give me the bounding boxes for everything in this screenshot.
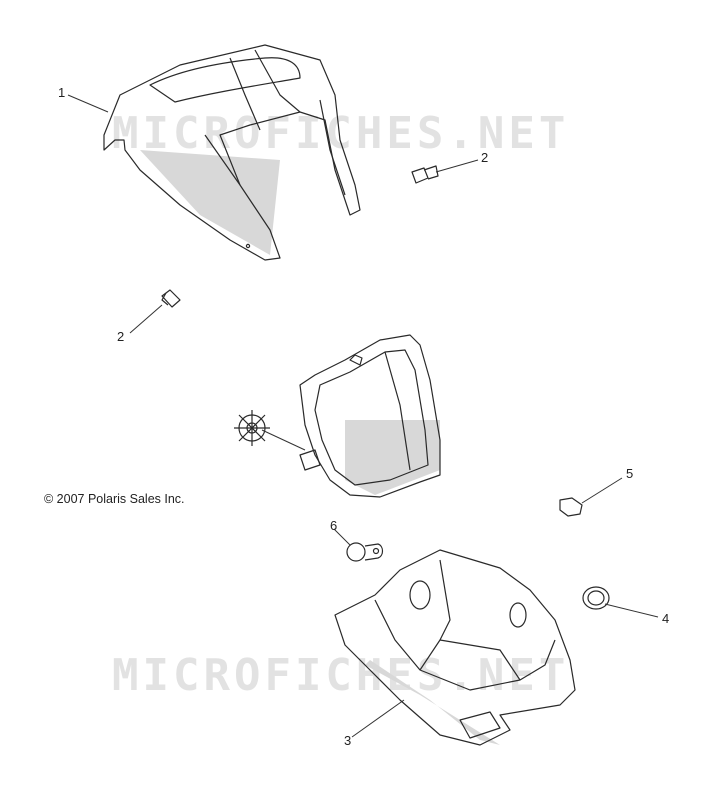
callout-2-top: 2	[481, 150, 489, 165]
leader-lines	[67, 94, 659, 738]
callout-5: 5	[626, 466, 634, 481]
copyright-notice: © 2007 Polaris Sales Inc.	[44, 492, 185, 506]
part-3-lower-housing	[334, 549, 576, 746]
part-2-screw-top	[411, 165, 439, 184]
part-1-upper-cowl	[103, 44, 361, 261]
callout-3: 3	[344, 733, 352, 748]
callout-4: 4	[662, 611, 670, 626]
callout-2-left: 2	[117, 329, 125, 344]
callout-6: 6	[330, 518, 338, 533]
part-4-ring	[582, 586, 610, 610]
headlight-assembly	[234, 334, 441, 498]
part-6-grommet	[346, 542, 384, 562]
part-2-screw-left	[161, 289, 181, 308]
watermark-bottom: MICROFICHES.NET	[112, 650, 570, 701]
callout-1: 1	[58, 85, 66, 100]
part-5-clip	[559, 497, 583, 517]
